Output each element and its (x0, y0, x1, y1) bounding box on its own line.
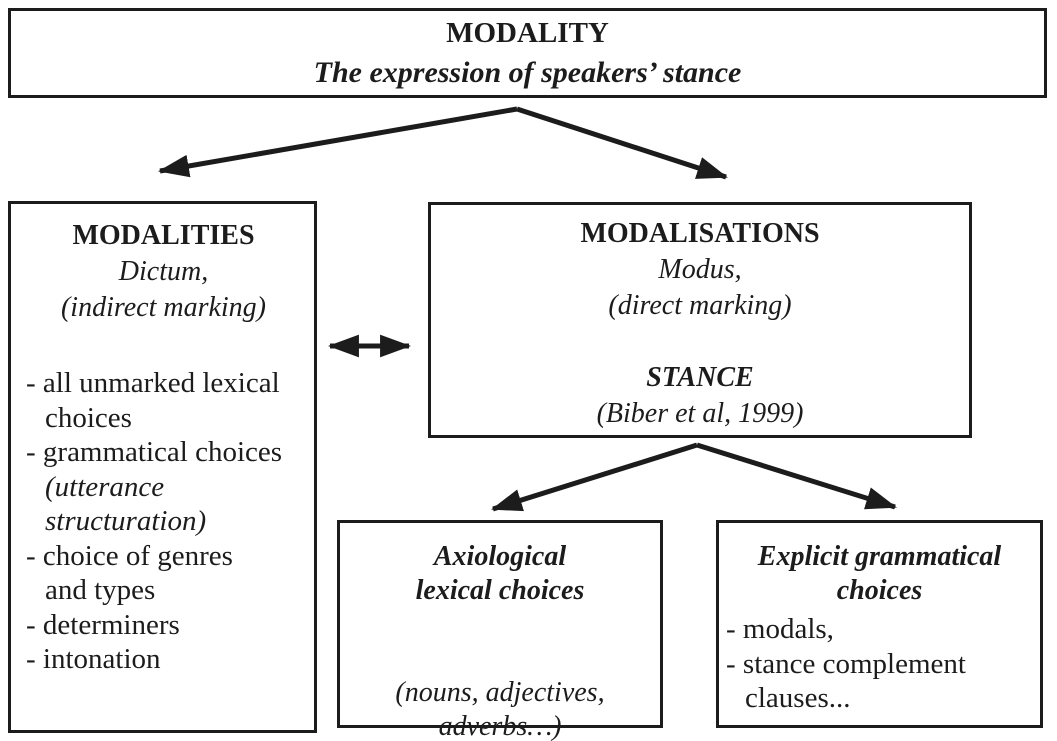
arrow-modalisations-to-axiological (491, 442, 698, 512)
modalisations-subtitle-modus: Modus, (658, 254, 742, 285)
list-item-line: (utterance (45, 470, 165, 503)
spacer (431, 324, 969, 360)
modalities-title: MODALITIES (72, 220, 255, 251)
axiological-box: Axiological lexical choices (nouns, adje… (337, 520, 663, 741)
modalisations-box: MODALISATIONS Modus, (direct marking) ST… (428, 202, 972, 438)
modalisations-title: MODALISATIONS (580, 218, 820, 249)
stance-title: STANCE (646, 362, 754, 393)
modalisations-subtitle-marking: (direct marking) (608, 290, 792, 321)
modalities-list: - all unmarked lexical choices - grammat… (19, 366, 308, 677)
stance-reference: (Biber et al, 1999) (596, 398, 804, 429)
explicit-grammatical-box: Explicit grammatical choices - modals, -… (716, 520, 1043, 728)
modality-subtitle: The expression of speakers’ stance (313, 56, 742, 89)
arrow-modalisations-to-explicit (696, 442, 897, 510)
modalities-box: MODALITIES Dictum, (indirect marking) - … (8, 201, 317, 733)
axiological-title-line1: Axiological (433, 541, 567, 572)
list-item: - modals, (719, 612, 1040, 647)
list-item: - determiners (19, 608, 308, 643)
list-item-line: - modals, (726, 613, 834, 645)
explicit-title-line2: choices (836, 575, 923, 606)
modalities-subtitle-marking: (indirect marking) (60, 292, 267, 323)
list-item-line: - determiners (26, 608, 180, 641)
list-item-line: - intonation (26, 643, 161, 675)
list-item: - intonation (19, 642, 308, 677)
arrow-modality-to-modalisations (516, 106, 728, 180)
spacer (340, 608, 660, 642)
axiological-note-line2: adverbs…) (438, 711, 562, 741)
list-item: - choice of genres and types (19, 539, 308, 608)
list-item-line: clauses... (745, 682, 851, 714)
list-item-line: choices (45, 401, 132, 434)
axiological-title-line2: lexical choices (415, 575, 585, 606)
modality-box: MODALITY The expression of speakers’ sta… (8, 8, 1047, 98)
axiological-note-line1: (nouns, adjectives, (395, 677, 605, 708)
modality-title: MODALITY (446, 17, 609, 49)
list-item-line: structuration) (45, 505, 207, 537)
explicit-list: - modals, - stance complement clauses... (719, 612, 1040, 716)
list-item-line: - stance complement (726, 647, 966, 680)
list-item-line: - grammatical choices (26, 436, 283, 468)
list-item-line: - choice of genres (26, 539, 233, 572)
list-item: - grammatical choices (utterance structu… (19, 435, 308, 539)
list-item-line: and types (45, 574, 156, 606)
list-item-line: - all unmarked lexical (26, 367, 280, 399)
list-item: - stance complement clauses... (719, 647, 1040, 716)
explicit-title-line1: Explicit grammatical (757, 541, 1002, 572)
modalities-subtitle-dictum: Dictum, (118, 256, 209, 287)
arrow-modality-to-modalities (157, 106, 518, 178)
spacer (340, 642, 660, 676)
list-item: - all unmarked lexical choices (19, 366, 308, 435)
